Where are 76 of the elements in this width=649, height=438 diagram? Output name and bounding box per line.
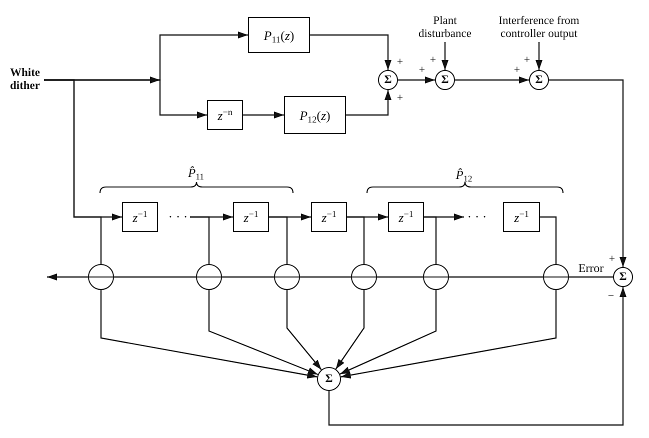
sigma-sign: Σ [384,74,392,86]
block-label: z$^{−n}$ [218,108,232,122]
connector-line [424,216,437,264]
sign-label: + [608,252,616,266]
sign-label: + [514,63,520,77]
ellipsis: · · · [464,209,490,225]
arrow [47,274,88,280]
arrow [346,90,392,116]
arrow [335,290,365,370]
delay-block [122,202,158,232]
block-label: z$^{−1}$ [244,210,258,224]
connector-line [222,276,274,278]
summing-junction [435,70,455,90]
delay-block [503,202,540,232]
filter-block [248,17,310,53]
delay-block [388,202,424,232]
connector-line [347,216,365,264]
connector-line [449,276,543,278]
signal-label: Plant disturbance [410,14,480,42]
multiplier-circle [351,264,377,290]
delay-block [233,202,269,232]
arrow [442,42,448,70]
filter-block [284,96,346,134]
block-label: P$_{11}$(z) [264,28,294,42]
sign-label: + [418,63,426,77]
delay-block [207,100,243,130]
connector-line [269,216,288,264]
arrow [208,290,318,376]
brace-label: P̂$_{12}$ [456,168,472,182]
arrow [328,287,626,426]
block-label: z$^{−1}$ [514,210,529,224]
signal-label: Interference from controller output [491,14,587,42]
sigma-sign: Σ [619,271,627,283]
brace-label: P̂$_{11}$ [188,166,204,180]
sign-label: − [608,289,614,303]
sigma-sign: Σ [325,373,333,385]
sign-label: + [524,53,530,67]
multiplier-circle [196,264,222,290]
arrow [340,290,557,379]
summing-junction [317,367,341,391]
edge-label: Error [577,262,605,275]
multiplier-circle [88,264,114,290]
arrow [340,290,437,375]
summing-junction [613,267,633,287]
connector-line [300,276,351,278]
sigma-sign: Σ [535,74,543,86]
delay-block [311,202,347,232]
arrow [549,79,626,267]
sign-label: + [396,55,404,69]
block-label: z$^{−1}$ [322,210,336,224]
connector-line [114,276,196,278]
multiplier-circle [543,264,569,290]
block-label: P$_{12}$(z) [300,108,330,122]
sign-label: + [396,91,404,105]
arrow [455,76,529,84]
block-label: z$^{−1}$ [398,210,414,224]
arrow [100,290,318,379]
ellipsis: · · · [166,209,190,225]
block-label: z$^{−1}$ [132,210,148,224]
connector-line [377,276,423,278]
arrow [310,34,392,70]
arrow [536,42,542,70]
connector-line [569,276,613,278]
connector-line [190,216,210,264]
multiplier-circle [423,264,449,290]
sign-label: + [430,53,436,67]
signal-label: White dither [6,66,44,94]
summing-junction [529,70,549,90]
summing-junction [378,70,398,90]
multiplier-circle [274,264,300,290]
arrow [44,76,160,84]
arrow [243,112,284,118]
arrow [286,290,322,370]
arrow [398,76,435,84]
connector-line [540,216,557,264]
sigma-sign: Σ [441,74,449,86]
